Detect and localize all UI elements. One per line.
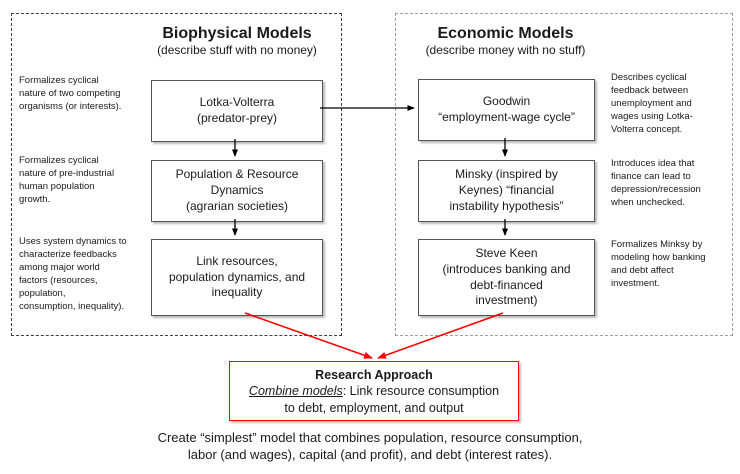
box-steve-keen: Steve Keen (introduces banking and debt-… bbox=[418, 239, 595, 316]
research-approach-box: Research Approach Combine models: Link r… bbox=[229, 361, 519, 421]
bottom-caption: Create “simplest” model that combines po… bbox=[0, 429, 740, 463]
economic-title: Economic Models bbox=[437, 25, 574, 42]
annotation-minsky: Introduces idea that finance can lead to… bbox=[611, 158, 701, 208]
box-lotka-volterra: Lotka-Volterra (predator-prey) bbox=[151, 80, 323, 142]
annotation-system-dynamics: Uses system dynamics to characterize fee… bbox=[19, 236, 127, 312]
economic-panel: Economic Models (describe money with no … bbox=[395, 13, 733, 336]
biophysical-panel: Biophysical Models (describe stuff with … bbox=[11, 13, 342, 336]
economic-title-block: Economic Models (describe money with no … bbox=[418, 24, 593, 58]
research-approach-title: Research Approach bbox=[315, 368, 433, 382]
annotation-keen: Formalizes Minksy by modeling how bankin… bbox=[611, 239, 706, 289]
annotation-population-dynamics: Formalizes cyclical nature of pre-indust… bbox=[19, 155, 115, 205]
annotation-lotka-volterra: Formalizes cyclical nature of two compet… bbox=[19, 75, 122, 112]
combine-models-label: Combine models bbox=[248, 384, 343, 399]
annotation-goodwin: Describes cyclical feedback between unem… bbox=[611, 72, 693, 135]
box-link-resources-inequality: Link resources, population dynamics, and… bbox=[151, 239, 323, 316]
biophysical-title: Biophysical Models bbox=[162, 25, 312, 42]
economic-subtitle: (describe money with no stuff) bbox=[425, 43, 586, 58]
caption-line-2: labor (and wages), capital (and profit),… bbox=[187, 447, 553, 463]
research-approach-line1: Combine models: Link resource consumptio… bbox=[230, 383, 518, 399]
combine-models-rest: : Link resource consumption bbox=[342, 384, 500, 399]
research-approach-line2: to debt, employment, and output bbox=[284, 400, 464, 415]
biophysical-title-block: Biophysical Models (describe stuff with … bbox=[151, 24, 323, 58]
box-population-resource-dynamics: Population & Resource Dynamics (agrarian… bbox=[151, 160, 323, 222]
box-goodwin: Goodwin “employment-wage cycle” bbox=[418, 79, 595, 141]
caption-line-1: Create “simplest” model that combines po… bbox=[157, 430, 583, 445]
box-minsky: Minsky (inspired by Keynes) “financial i… bbox=[418, 160, 595, 222]
biophysical-subtitle: (describe stuff with no money) bbox=[157, 43, 317, 58]
